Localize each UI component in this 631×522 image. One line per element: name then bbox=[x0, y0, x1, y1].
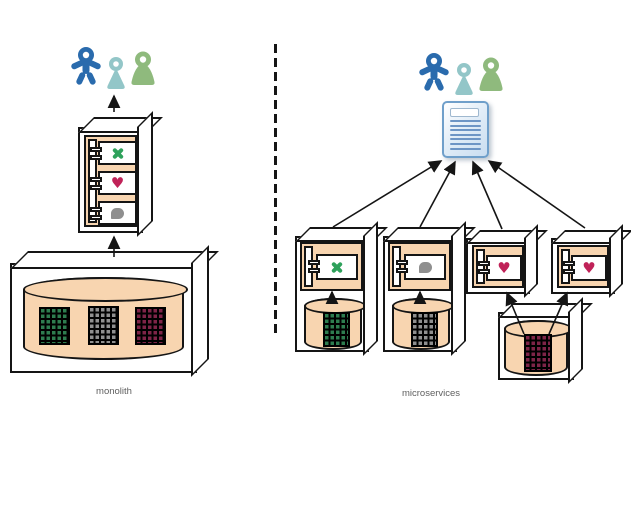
component-bus-strip bbox=[304, 246, 313, 287]
maroon-data-grid bbox=[135, 307, 166, 345]
component-port-icon bbox=[90, 185, 102, 190]
heart-microservice-box-2: ♥ bbox=[551, 238, 615, 294]
comment-database-cylinder-icon bbox=[392, 298, 454, 350]
heart-service-component: ♥ bbox=[90, 171, 137, 195]
component-port-icon bbox=[478, 261, 490, 266]
comment-service-panel bbox=[388, 242, 451, 291]
component-port-icon bbox=[90, 147, 102, 152]
document-text-line bbox=[450, 133, 481, 136]
divider-dashed-line bbox=[274, 44, 277, 336]
green-data-grid bbox=[39, 307, 70, 345]
x-database-cylinder-icon bbox=[304, 298, 366, 350]
monolith-app-box: ♥ bbox=[78, 127, 143, 233]
gray-data-grid bbox=[88, 306, 119, 345]
user-figure-teal-icon bbox=[455, 63, 473, 95]
x-service-icon bbox=[111, 147, 124, 160]
x-service-panel bbox=[300, 242, 363, 291]
user-figure-blue-icon bbox=[419, 53, 449, 91]
component-port-icon bbox=[396, 268, 408, 273]
component-port-icon bbox=[90, 215, 102, 220]
user-figure-blue-icon bbox=[71, 47, 101, 85]
document-text-line bbox=[450, 147, 481, 150]
document-text-line bbox=[450, 124, 481, 127]
microservices-users-group bbox=[418, 52, 510, 98]
heart-service-icon: ♥ bbox=[497, 258, 511, 277]
heart-microservice-box-1: ♥ bbox=[466, 238, 530, 294]
x-microservice-box bbox=[295, 236, 369, 352]
heart-service-component: ♥ bbox=[478, 255, 522, 281]
document-text-line bbox=[450, 138, 481, 141]
monolith-app-panel: ♥ bbox=[84, 135, 137, 227]
component-port-icon bbox=[396, 260, 408, 265]
api-document-icon bbox=[442, 101, 489, 158]
comment-service-icon bbox=[111, 207, 124, 219]
document-title-box bbox=[450, 108, 479, 117]
document-text-line bbox=[450, 129, 481, 132]
component-port-icon bbox=[478, 269, 490, 274]
component-bus-strip bbox=[561, 249, 570, 284]
component-port-icon bbox=[90, 207, 102, 212]
component-port-icon bbox=[563, 261, 575, 266]
x-service-icon bbox=[331, 261, 344, 274]
component-port-icon bbox=[308, 268, 320, 273]
heart-service-panel: ♥ bbox=[557, 245, 609, 288]
heart-service-icon: ♥ bbox=[582, 258, 596, 277]
user-figure-green-icon bbox=[479, 57, 503, 91]
component-bus-strip bbox=[476, 249, 485, 284]
component-port-icon bbox=[563, 269, 575, 274]
component-port-icon bbox=[90, 177, 102, 182]
gray-data-grid bbox=[411, 312, 438, 347]
user-figure-teal-icon bbox=[107, 57, 125, 89]
monolith-users-group bbox=[70, 46, 162, 92]
heart-database-cylinder-icon bbox=[504, 320, 572, 376]
heart-service-icon: ♥ bbox=[110, 173, 125, 192]
document-text-line bbox=[450, 120, 481, 122]
component-port-icon bbox=[308, 260, 320, 265]
comment-microservice-box bbox=[383, 236, 457, 352]
x-service-component bbox=[90, 141, 137, 165]
heart-service-panel: ♥ bbox=[472, 245, 524, 288]
comment-service-component bbox=[90, 201, 137, 225]
x-service-component bbox=[308, 254, 358, 280]
component-bus-strip bbox=[392, 246, 401, 287]
heart-service-component: ♥ bbox=[563, 255, 607, 281]
comment-service-icon bbox=[418, 261, 432, 273]
document-text-line bbox=[450, 142, 481, 145]
comment-service-component bbox=[396, 254, 446, 280]
user-figure-green-icon bbox=[131, 51, 155, 85]
microservices-label: microservices bbox=[401, 388, 461, 399]
component-port-icon bbox=[90, 155, 102, 160]
green-data-grid bbox=[323, 312, 350, 347]
shared-heart-database-box bbox=[498, 312, 574, 380]
maroon-data-grid bbox=[524, 334, 552, 372]
monolith-database-box bbox=[10, 263, 197, 373]
monolith-database-cylinder-icon bbox=[23, 277, 188, 360]
monolith-label: monolith bbox=[96, 386, 132, 397]
